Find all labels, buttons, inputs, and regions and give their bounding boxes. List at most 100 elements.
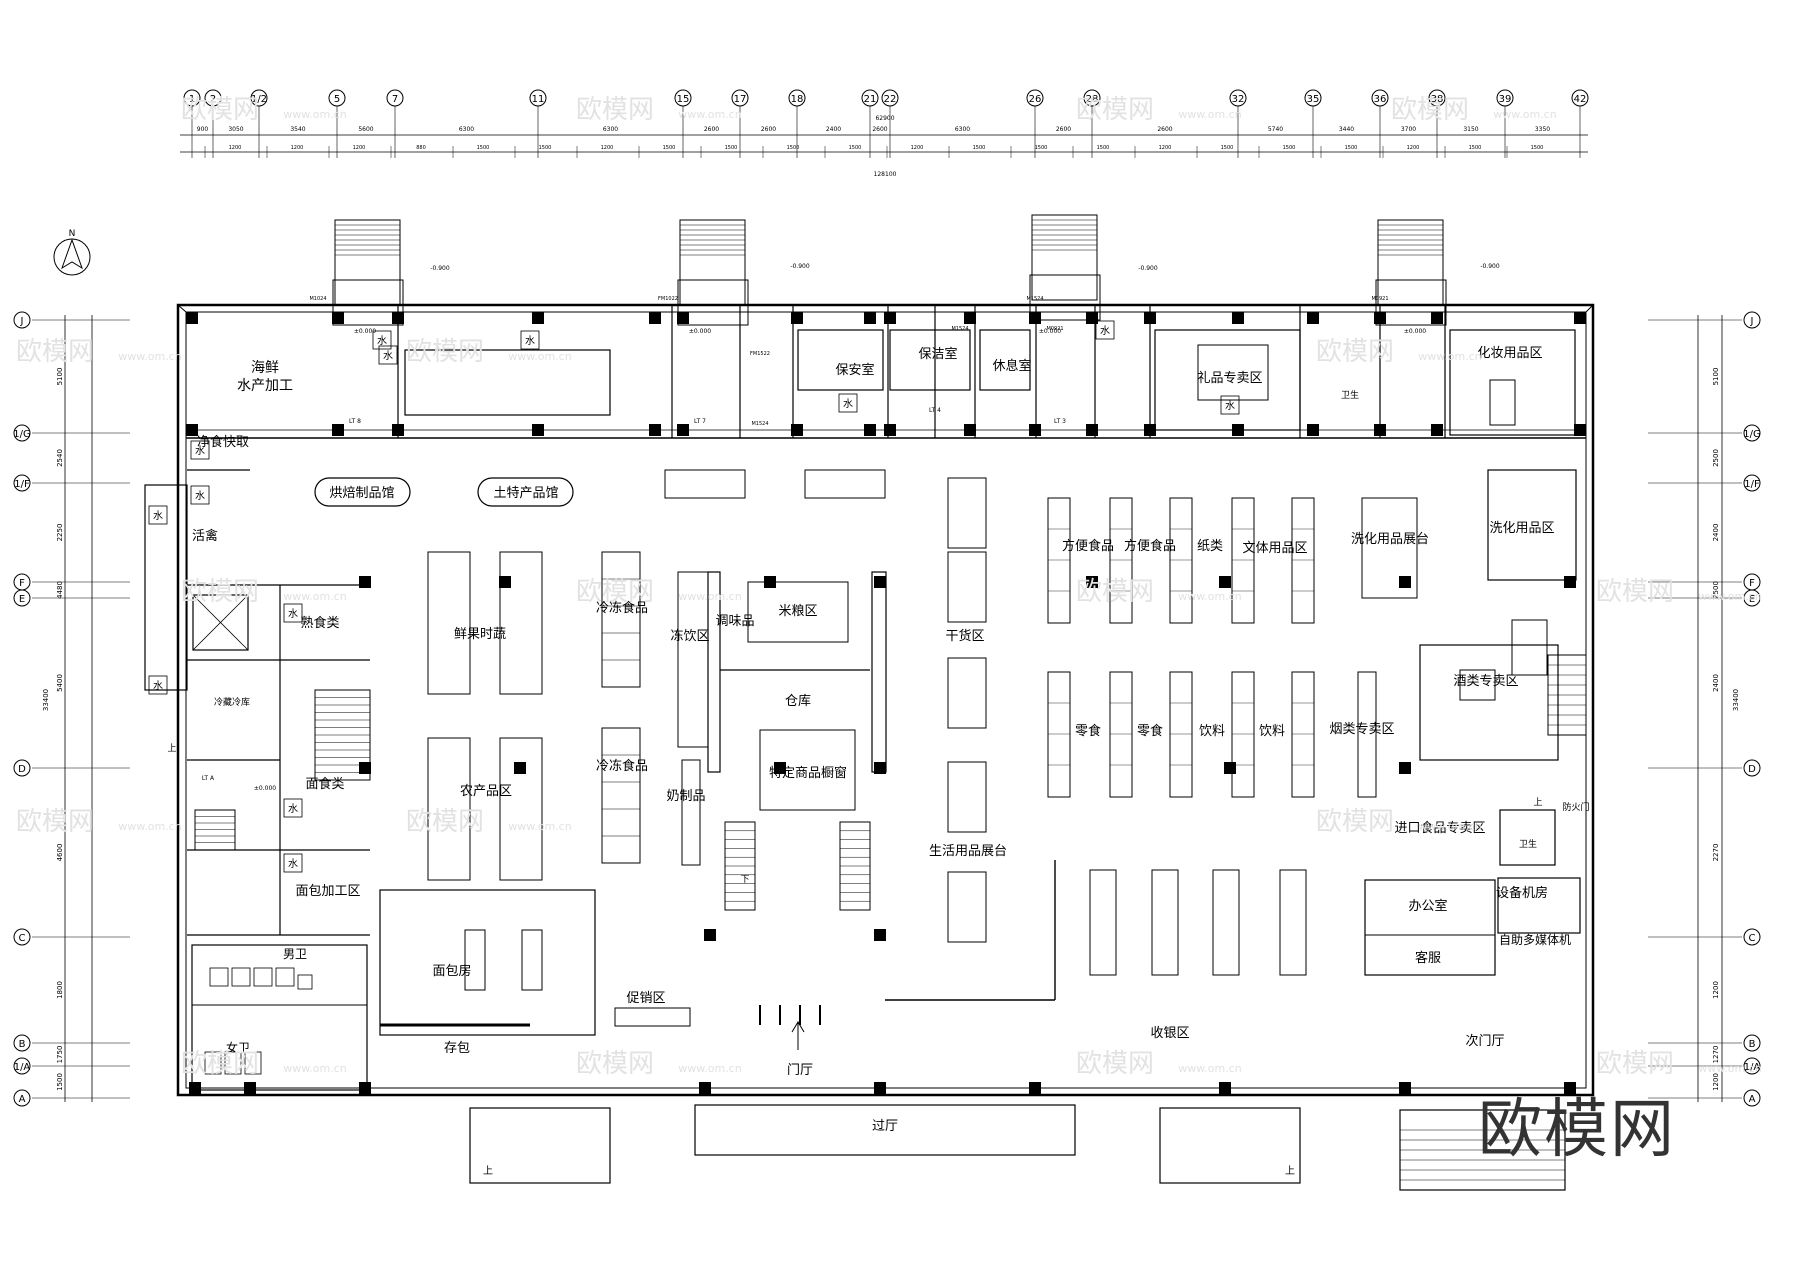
door-label: M0921: [1371, 296, 1388, 302]
dimension-text: 880: [416, 145, 426, 151]
watermark-text: 欧模网: [1596, 577, 1674, 607]
structural-column: [864, 424, 876, 436]
structural-column: [1224, 762, 1236, 774]
room-label-cashier: 收银区: [1150, 1026, 1189, 1041]
structural-column: [1029, 424, 1041, 436]
room-label-storage: 存包: [444, 1041, 470, 1056]
dimension-total: 33400: [1732, 689, 1740, 711]
water-mark-box: [520, 330, 540, 350]
structural-column: [1144, 424, 1156, 436]
water-mark: 水: [288, 858, 298, 870]
water-mark-box: [283, 603, 303, 623]
watermark-site: www.om.cn: [1178, 590, 1241, 603]
dimension-text: 1200: [229, 145, 242, 151]
room-label-seafood: 海鲜: [251, 360, 279, 376]
structural-column: [1399, 762, 1411, 774]
level-label: ±0.000: [254, 785, 276, 792]
dry-goods-shelf: [947, 551, 987, 623]
grid-bubble-row-left-1/G: [13, 424, 31, 442]
grid-bubble-row-right-J-text: J: [1750, 316, 1754, 327]
grid-bubble-row-left-F-text: F: [19, 578, 25, 589]
dimension-text: 2600: [1157, 126, 1172, 133]
room-label-wine: 酒类专卖区: [1453, 674, 1518, 689]
level-label: ±0.000: [354, 328, 376, 335]
dimension-text: 2270: [1712, 844, 1720, 862]
structural-column: [884, 312, 896, 324]
water-mark: 水: [195, 490, 205, 502]
gondola-top: [1231, 497, 1255, 624]
grid-bubble-row-right-A-text: A: [1749, 1094, 1756, 1105]
watermark-text: 欧模网: [1316, 807, 1394, 837]
dry-goods-shelf: [947, 477, 987, 549]
structural-column: [189, 1082, 201, 1094]
wine-counter: [1459, 669, 1496, 701]
watermark-text: 欧模网: [1076, 577, 1154, 607]
rice-area-box: [747, 581, 849, 643]
room-label-special-window: 特定商品橱窗: [769, 765, 847, 781]
structural-column: [1086, 576, 1098, 588]
structural-column: [1374, 312, 1386, 324]
stair-tower-0: [334, 219, 401, 306]
dimension-text: 2400: [1712, 674, 1720, 692]
room-label-wash-goods: 洗化用品区: [1489, 521, 1554, 536]
up-mark: 上: [483, 1165, 493, 1177]
room-label-import-food: 进口食品专卖区: [1394, 820, 1485, 836]
stair-label: LT 3: [1054, 418, 1066, 425]
door-label: FM1022: [658, 296, 678, 302]
grid-bubble-row-right-J: [1743, 311, 1761, 329]
stair-landing-3: [1375, 279, 1447, 326]
grid-bubble-col-39-text: 39: [1499, 94, 1512, 105]
room-label-security: 保安室: [835, 362, 874, 378]
toilet-stall: [275, 967, 295, 987]
structural-column: [1564, 1082, 1576, 1094]
structural-column: [244, 1082, 256, 1094]
up-mark: 上: [1285, 1165, 1295, 1177]
grid-bubble-col-22-text: 22: [884, 94, 897, 105]
grid-bubble-row-left-J-text: J: [20, 316, 24, 327]
grid-bubble-row-left-A-text: A: [19, 1094, 26, 1105]
grid-bubble-row-left-1/F: [13, 474, 31, 492]
wash-goods-area: [1487, 469, 1577, 581]
dimension-text: 1500: [1221, 145, 1234, 151]
grid-bubble-row-left-C-text: C: [19, 933, 26, 944]
dimension-text: 2400: [1712, 524, 1720, 542]
structural-column: [1431, 312, 1443, 324]
local-goods-counter: [477, 477, 574, 507]
watermark-text: 欧模网: [576, 1049, 654, 1079]
wine-display: [1511, 619, 1548, 676]
structural-column: [864, 312, 876, 324]
room-label-drink-1: 饮料: [1199, 724, 1225, 739]
structural-column: [499, 576, 511, 588]
special-window-box: [759, 729, 856, 811]
toilet-stall: [209, 967, 229, 987]
structural-column: [1219, 1082, 1231, 1094]
stair-landing-2: [1029, 274, 1101, 321]
structural-column: [1564, 576, 1576, 588]
baked-goods-counter: [314, 477, 411, 507]
dimension-text: 3440: [1339, 126, 1354, 133]
x-mark: [192, 594, 249, 651]
grid-bubble-row-right-1/F-text: 1/F: [1744, 479, 1760, 490]
grid-bubble-row-left-D: [13, 759, 31, 777]
dimension-text: 1200: [911, 145, 924, 151]
gift-counter: [1197, 344, 1269, 401]
structural-column: [359, 1082, 371, 1094]
room-label-dairy: 奶制品: [666, 789, 705, 804]
cashier-counter: [1089, 869, 1117, 976]
grid-bubble-col-21-text: 21: [864, 94, 877, 105]
dimension-text: 1500: [1345, 145, 1358, 151]
room-label-cooked: 熟食类: [300, 615, 339, 631]
water-mark-box: [378, 345, 398, 365]
stair-label: LT 8: [349, 418, 361, 425]
gondola-top: [1291, 497, 1315, 624]
watermark-site: www.om.cn: [1698, 1062, 1761, 1075]
dimension-text: 2250: [56, 524, 64, 542]
north-arrow-pointer: [61, 238, 83, 270]
seasoning-wall: [707, 571, 721, 773]
structural-column: [704, 929, 716, 941]
room-label-male-wc: 男卫: [283, 947, 307, 961]
toilet-stall: [253, 967, 273, 987]
water-mark: 水: [1225, 400, 1235, 412]
structural-column: [332, 312, 344, 324]
live-poultry-strip: [144, 484, 188, 691]
